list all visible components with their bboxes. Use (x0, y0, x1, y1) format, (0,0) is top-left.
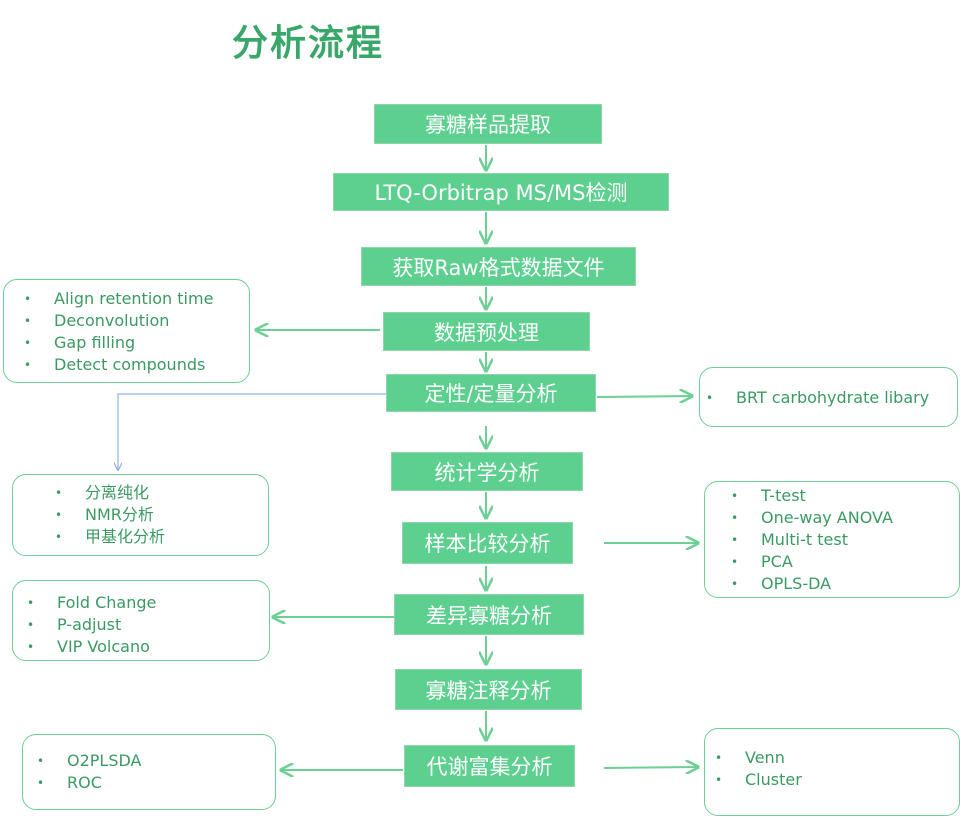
list-item: 分离纯化 (55, 482, 268, 504)
step-ms-detection: LTQ-Orbitrap MS/MS检测 (333, 173, 669, 211)
arrow-to-enrichment-right-note (603, 767, 698, 768)
list-item: ROC (37, 772, 275, 794)
note-comparison: T-test One-way ANOVA Multi-t test PCA OP… (704, 481, 960, 598)
step-sample-comparison: 样本比较分析 (402, 522, 573, 564)
list-item: Deconvolution (24, 310, 249, 332)
step-statistics: 统计学分析 (391, 452, 583, 491)
list-item: OPLS-DA (731, 573, 959, 595)
list-item: BRT carbohydrate libary (706, 387, 957, 409)
list-item: P-adjust (27, 614, 269, 636)
list-item: One-way ANOVA (731, 507, 959, 529)
step-annotation: 寡糖注释分析 (395, 669, 582, 710)
page-title: 分析流程 (232, 23, 385, 64)
note-differential: Fold Change P-adjust VIP Volcano (12, 580, 270, 661)
list-item: NMR分析 (55, 504, 268, 526)
list-item: T-test (731, 485, 959, 507)
list-item: Detect compounds (24, 354, 249, 376)
step-preprocessing: 数据预处理 (383, 312, 590, 351)
list-item: Cluster (715, 769, 959, 791)
note-enrichment-left: O2PLSDA ROC (22, 734, 276, 810)
list-item: Gap filling (24, 332, 249, 354)
arrow-to-purification-note (118, 393, 386, 470)
list-item: Multi-t test (731, 529, 959, 551)
step-qual-quant: 定性/定量分析 (386, 374, 596, 412)
step-raw-data: 获取Raw格式数据文件 (361, 247, 636, 286)
list-item: VIP Volcano (27, 636, 269, 658)
step-enrichment: 代谢富集分析 (404, 745, 575, 787)
list-item: PCA (731, 551, 959, 573)
arrow-to-library-note (596, 396, 692, 397)
note-preprocessing: Align retention time Deconvolution Gap f… (3, 279, 250, 383)
note-library: BRT carbohydrate libary (699, 367, 958, 427)
step-differential: 差异寡糖分析 (394, 594, 584, 635)
list-item: 甲基化分析 (55, 526, 268, 548)
step-sample-extraction: 寡糖样品提取 (374, 104, 602, 144)
list-item: Fold Change (27, 592, 269, 614)
list-item: Venn (715, 747, 959, 769)
note-enrichment-right: Venn Cluster (704, 728, 960, 816)
note-purification: 分离纯化 NMR分析 甲基化分析 (12, 474, 269, 556)
list-item: Align retention time (24, 288, 249, 310)
list-item: O2PLSDA (37, 750, 275, 772)
